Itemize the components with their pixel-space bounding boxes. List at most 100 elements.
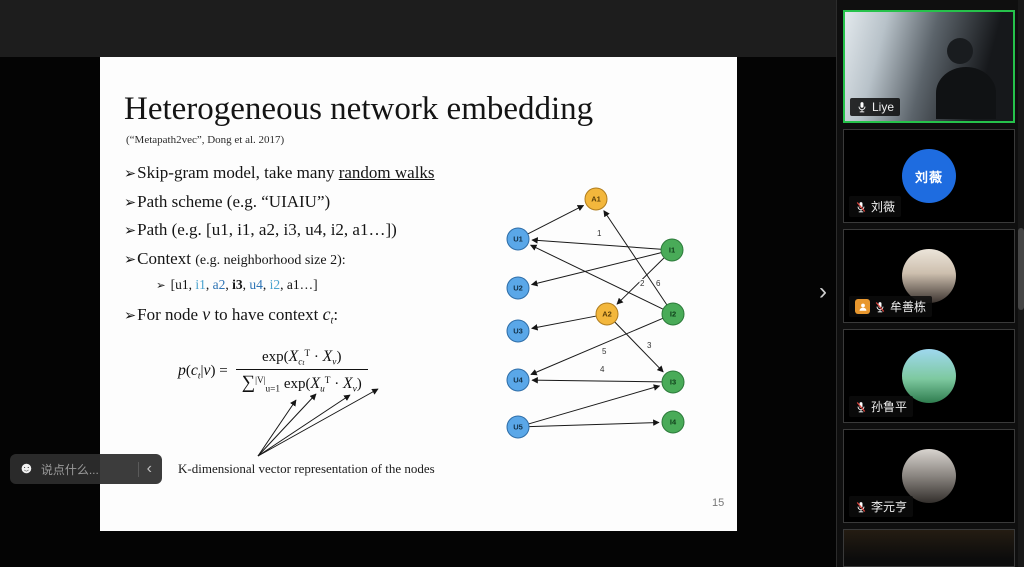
mic-muted-icon <box>875 301 885 312</box>
bullet-item: ➢Path (e.g. [u1, i1, a2, i3, u4, i2, a1…… <box>124 220 397 239</box>
graph-node-i1 <box>660 238 684 262</box>
graph-node-label: U3 <box>513 327 523 336</box>
bullet-marker-icon: ➢ <box>124 194 137 211</box>
mic-icon <box>858 102 866 113</box>
participant-avatar-area: 刘薇 <box>844 130 1014 222</box>
bullet-marker-icon: ➢ <box>124 308 137 324</box>
participant-tile[interactable]: 刘薇刘薇 <box>843 129 1015 223</box>
graph-edge <box>530 244 664 310</box>
graph-edge <box>616 257 665 305</box>
participant-name: 孙鲁平 <box>871 400 908 414</box>
presenter-badge-icon <box>855 299 870 314</box>
edge-weight-label: 4 <box>600 365 605 374</box>
bullet-item: ➢Skip-gram model, take many random walks <box>124 163 435 182</box>
bullet-marker-icon: ➢ <box>156 280 166 292</box>
screen-share-area: Heterogeneous network embedding (“Metapa… <box>0 57 836 567</box>
participant-name-tag: Liye <box>850 98 901 116</box>
mic-muted-icon <box>856 201 866 212</box>
graph-node-label: A1 <box>591 195 601 204</box>
graph-node-label: U5 <box>513 423 523 432</box>
graph-edge <box>603 210 668 306</box>
divider <box>137 461 139 477</box>
bullet-item: ➢For node v to have context ct: <box>124 304 339 327</box>
participant-avatar-area <box>844 230 1014 322</box>
edge-weight-label: 1 <box>597 229 602 238</box>
chat-collapse-icon[interactable]: ‹ <box>146 460 152 477</box>
graph-node-i2 <box>661 302 685 326</box>
graph-edge <box>614 321 664 373</box>
presentation-slide: Heterogeneous network embedding (“Metapa… <box>100 57 737 531</box>
formula-fraction: exp(XctT · Xv) ∑|V|u=1 exp(XuT · Xv) <box>235 348 368 395</box>
avatar <box>902 249 956 303</box>
participant-tile[interactable]: Liye <box>843 10 1015 123</box>
avatar: 刘薇 <box>902 149 956 203</box>
bullet-item: ➢Path scheme (e.g. “UIAIU”) <box>124 191 331 211</box>
formula-denominator: ∑|V|u=1 exp(XuT · Xv) <box>241 372 362 395</box>
participant-name: 李元亨 <box>871 500 908 514</box>
edge-weight-label: 6 <box>656 279 661 288</box>
participant-tile[interactable]: 孙鲁平 <box>843 329 1015 423</box>
graph-edge <box>531 237 662 250</box>
annotation-arrow <box>257 394 351 457</box>
graph-edge <box>531 315 597 331</box>
participants-sidebar: Liye 刘薇刘薇牟善栋孙鲁平李元亨 <box>836 0 1024 567</box>
emoji-icon[interactable]: ☻ <box>18 460 35 477</box>
graph-edge <box>527 204 585 235</box>
sidebar-collapse-button[interactable]: › <box>819 278 827 305</box>
avatar <box>902 349 956 403</box>
participant-name-tag: 李元亨 <box>849 496 914 517</box>
avatar <box>902 449 956 503</box>
graph-node-label: A2 <box>602 310 612 319</box>
formula: p(ct|v) = exp(XctT · Xv) ∑|V|u=1 exp(XuT… <box>178 348 368 395</box>
graph-edges: 1 2 6 3 5 4 <box>527 204 668 428</box>
formula-numerator: exp(XctT · Xv) <box>235 348 368 371</box>
graph-node-label: U1 <box>513 235 523 244</box>
graph-edge <box>530 317 664 376</box>
annotation-arrow <box>257 393 317 457</box>
chat-bar[interactable]: ☻ 说点什么... ‹ <box>10 454 162 484</box>
scrollbar[interactable] <box>1018 0 1024 567</box>
mic-muted-icon <box>856 501 866 512</box>
graph-node-a1 <box>584 187 608 211</box>
graph-edge <box>528 419 660 428</box>
formula-lhs: p(ct|v) = <box>178 361 228 381</box>
graph-node-u2 <box>506 276 530 300</box>
participant-avatar-area <box>844 330 1014 422</box>
bullet-list: ➢Skip-gram model, take many random walks… <box>124 163 435 333</box>
graph-edge <box>528 384 661 425</box>
bullet-item: ➢[u1, i1, a2, i3, u4, i2, a1…] <box>156 277 318 292</box>
bullet-marker-icon: ➢ <box>124 223 137 239</box>
edge-weight-label: 2 <box>640 279 645 288</box>
mic-muted-icon <box>856 401 866 412</box>
annotation-arrow <box>257 388 379 457</box>
graph-node-u4 <box>506 368 530 392</box>
formula-annotation: K-dimensional vector representation of t… <box>178 461 435 476</box>
graph-node-i4 <box>661 410 685 434</box>
graph-node-label: I3 <box>670 378 676 387</box>
participant-tile[interactable]: 牟善栋 <box>843 229 1015 323</box>
graph-edge <box>530 252 662 287</box>
slide-page-number: 15 <box>712 497 725 509</box>
annotation-arrows <box>257 388 379 457</box>
chat-input-placeholder[interactable]: 说点什么... <box>40 462 99 477</box>
participant-name-tag: 孙鲁平 <box>849 396 914 417</box>
bullet-item: ➢Context (e.g. neighborhood size 2): <box>124 248 346 268</box>
participant-tile[interactable]: 李元亨 <box>843 429 1015 523</box>
graph-node-i3 <box>661 370 685 394</box>
graph-node-label: I1 <box>669 246 675 255</box>
participant-name: Liye <box>872 100 895 114</box>
edge-weight-label: 5 <box>602 347 607 356</box>
bullet-marker-icon: ➢ <box>124 166 137 182</box>
graph-node-label: U2 <box>513 284 523 293</box>
slide-title: Heterogeneous network embedding <box>124 91 594 127</box>
participant-tile-partial[interactable] <box>843 529 1015 567</box>
graph-node-label: U4 <box>513 376 523 385</box>
graph-node-label: I4 <box>670 418 677 427</box>
graph-node-a2 <box>595 302 619 326</box>
edge-weight-label: 3 <box>647 341 652 350</box>
scrollbar-thumb[interactable] <box>1018 228 1024 310</box>
participant-name: 牟善栋 <box>890 300 927 314</box>
participant-avatar-area <box>844 430 1014 522</box>
